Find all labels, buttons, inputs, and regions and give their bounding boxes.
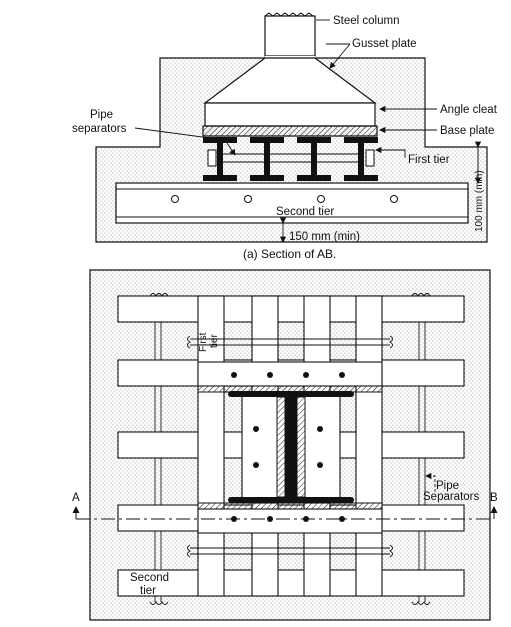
plan-view: First tier Pipe Separators Second tier A…: [72, 269, 498, 621]
label-first-tier: First tier: [408, 154, 450, 166]
plan-bolts: [231, 372, 345, 522]
section-line-ab: [72, 506, 498, 520]
plan-label-second-tier-2: tier: [140, 585, 156, 597]
plan-steel-column: [228, 391, 354, 503]
pipe-separators-section: [207, 149, 375, 167]
first-tier-beams: [203, 137, 378, 181]
section-ab-view: Steel column Gusset plate Angle cleat Ba…: [72, 12, 498, 261]
label-dim-bottom: 150 mm (min): [289, 231, 360, 243]
first-tier-pipe-rods: [190, 338, 390, 555]
plan-label-first-tier-1: First: [198, 332, 209, 352]
label-base-plate: Base plate: [440, 125, 494, 137]
plan-gusset-plates: [276, 396, 306, 498]
label-angle-cleat: Angle cleat: [440, 104, 498, 116]
label-dim-side: 100 mm (min): [474, 170, 485, 232]
label-pipe-separators-2: separators: [72, 123, 127, 135]
label-steel-column: Steel column: [333, 15, 399, 27]
column-break-line: [264, 12, 314, 17]
label-second-tier: Second tier: [276, 206, 334, 218]
plan-label-pipe-2: Separators: [423, 491, 480, 503]
angle-cleat: [204, 102, 376, 127]
caption-section-ab: (a) Section of AB.: [243, 247, 336, 261]
base-plate: [202, 125, 378, 137]
steel-column: [264, 15, 316, 57]
plan-label-pipe-1: Pipe: [436, 480, 459, 492]
plan-label-b: B: [490, 492, 498, 504]
second-tier-beam: [115, 182, 469, 224]
plan-base-plate-top: [197, 361, 383, 393]
plan-base-plate-bottom: [197, 502, 383, 534]
label-gusset-plate: Gusset plate: [352, 38, 417, 50]
plan-label-second-tier-1: Second: [130, 572, 169, 584]
plan-label-first-tier-2: tier: [209, 333, 220, 348]
plan-label-a: A: [72, 492, 80, 504]
label-pipe-separators-1: Pipe: [90, 109, 113, 121]
